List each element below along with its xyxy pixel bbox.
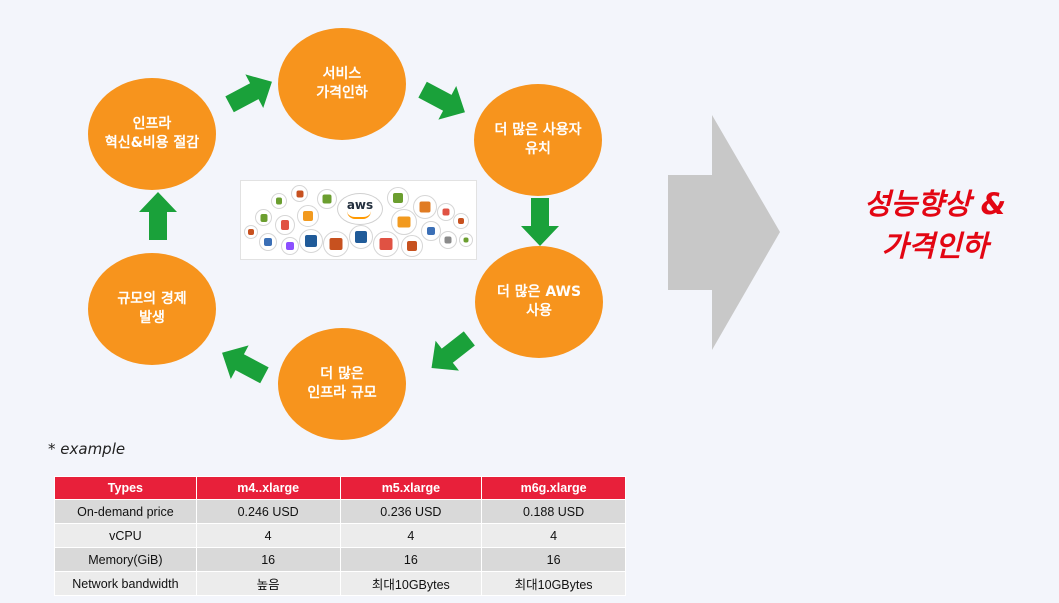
column-header: m6g.xlarge xyxy=(481,476,626,500)
table-cell: 16 xyxy=(481,547,626,572)
node-infra-innovation: 인프라 혁신&비용 절감 xyxy=(88,78,216,190)
service-icon xyxy=(281,237,299,255)
node-service-price-reduction: 서비스 가격인하 xyxy=(278,28,406,140)
table-row: vCPU 4 4 4 xyxy=(54,523,626,548)
column-header: m4..xlarge xyxy=(195,476,341,500)
service-icon xyxy=(391,209,417,235)
table-header-row: Types m4..xlarge m5.xlarge m6g.xlarge xyxy=(54,476,626,500)
aws-logo: aws xyxy=(337,193,383,225)
arrow-scale-to-innovation xyxy=(139,192,177,240)
service-icon xyxy=(271,193,287,209)
arrow-aws-to-infra xyxy=(431,331,475,371)
service-icon xyxy=(297,205,319,227)
example-label: * example xyxy=(48,440,126,458)
result-arrow xyxy=(668,115,780,350)
table-cell: 최대10GBytes xyxy=(339,571,483,596)
service-icon xyxy=(299,229,323,253)
aws-services-illustration: aws xyxy=(240,180,477,260)
table-cell: 16 xyxy=(195,547,341,572)
node-economies-of-scale: 규모의 경제 발생 xyxy=(88,253,216,365)
row-label: Network bandwidth xyxy=(54,571,197,596)
node-more-aws-use: 더 많은 AWS 사용 xyxy=(475,246,603,358)
service-icon xyxy=(259,233,277,251)
table-cell: 4 xyxy=(195,523,341,548)
aws-logo-smile xyxy=(347,211,371,219)
table-cell: 4 xyxy=(481,523,626,548)
service-icon xyxy=(255,209,272,226)
table-cell: 높음 xyxy=(195,571,341,596)
service-icon xyxy=(373,231,399,257)
column-header: Types xyxy=(54,476,197,500)
service-icon xyxy=(349,225,373,249)
row-label: On-demand price xyxy=(54,499,197,524)
table-cell: 0.188 USD xyxy=(481,499,626,524)
service-icon xyxy=(401,235,423,257)
table-row: On-demand price 0.246 USD 0.236 USD 0.18… xyxy=(54,499,626,524)
service-icon xyxy=(413,195,437,219)
service-icon xyxy=(317,189,337,209)
arrow-infra-to-scale xyxy=(222,345,269,384)
table-cell: 최대10GBytes xyxy=(481,571,626,596)
instance-comparison-table: Types m4..xlarge m5.xlarge m6g.xlarge On… xyxy=(54,476,626,596)
node-larger-infra: 더 많은 인프라 규모 xyxy=(278,328,406,440)
table-row: Network bandwidth 높음 최대10GBytes 최대10GByt… xyxy=(54,571,626,596)
table-cell: 0.246 USD xyxy=(195,499,341,524)
service-icon xyxy=(421,221,441,241)
service-icon xyxy=(244,225,258,239)
service-icon xyxy=(387,187,409,209)
service-icon xyxy=(275,215,295,235)
service-icon xyxy=(437,203,455,221)
arrow-service-to-users xyxy=(418,81,465,120)
table-cell: 4 xyxy=(339,523,483,548)
column-header: m5.xlarge xyxy=(339,476,483,500)
arrow-infra-to-service xyxy=(225,74,272,113)
row-label: Memory(GiB) xyxy=(54,547,197,572)
service-icon xyxy=(323,231,349,257)
table-cell: 0.236 USD xyxy=(339,499,483,524)
table-row: Memory(GiB) 16 16 16 xyxy=(54,547,626,572)
service-icon xyxy=(459,233,473,247)
row-label: vCPU xyxy=(54,523,197,548)
node-more-users: 더 많은 사용자 유치 xyxy=(474,84,602,196)
service-icon xyxy=(439,231,457,249)
result-text: 성능향상 & 가격인하 xyxy=(863,187,1007,263)
service-icon xyxy=(291,185,308,202)
arrow-users-to-aws xyxy=(521,198,559,246)
table-cell: 16 xyxy=(339,547,483,572)
service-icon xyxy=(453,213,469,229)
